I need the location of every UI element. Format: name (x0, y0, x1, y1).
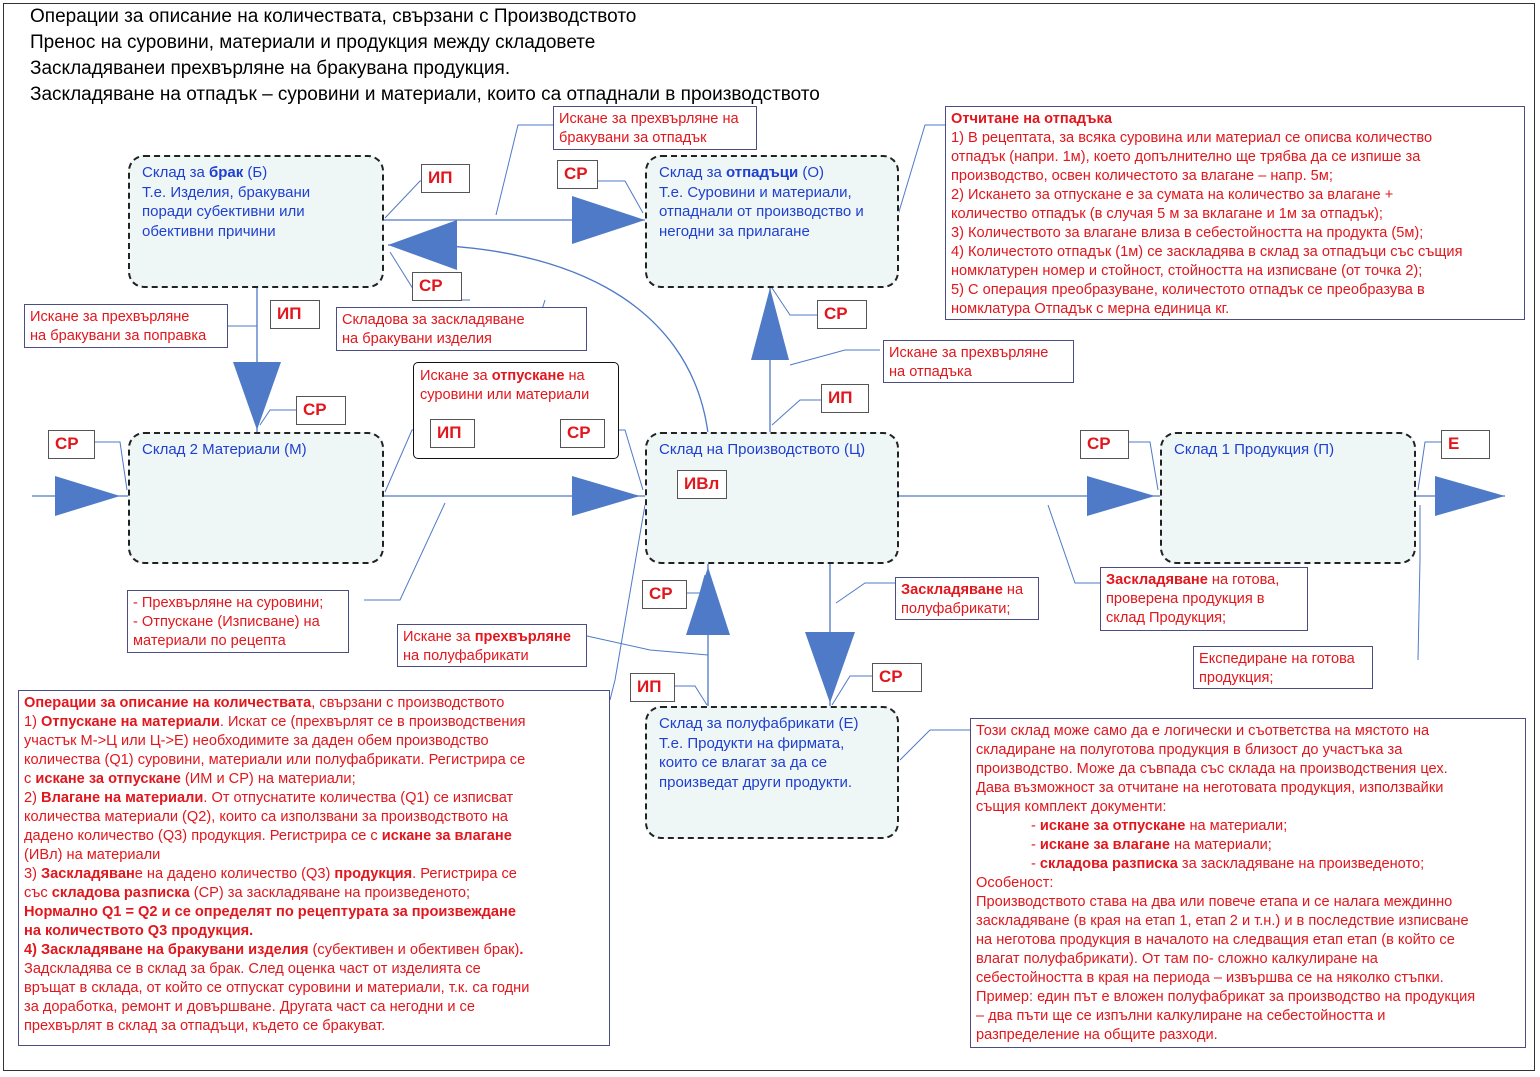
tag-sr: СР (48, 430, 95, 459)
warehouse-production[interactable]: Склад на Производството (Ц) (645, 432, 899, 564)
arrow-head-brak-to-materials (233, 362, 281, 430)
note-semi-transfer-request: Искане за прехвърляне на полуфабрикати (397, 624, 587, 667)
note-raw-transfer: - Прехвърляне на суровини; - Отпускане (… (127, 590, 349, 653)
callout-leaders (95, 124, 1441, 761)
tag-sr: СР (560, 419, 605, 448)
note-semi-storage: Заскладяване на полуфабрикати; (895, 577, 1039, 620)
warehouse-brak[interactable]: Склад за брак (Б) Т.е. Изделия, бракуван… (128, 155, 384, 288)
tag-sr: СР (872, 663, 922, 692)
release-request-box[interactable]: Искане за отпускане на суровини или мате… (413, 362, 619, 459)
warehouse-materials[interactable]: Склад 2 Материали (М) (128, 432, 384, 564)
tag-sr: СР (642, 580, 687, 609)
arrow-head-to-production (572, 476, 640, 516)
arrow-head-to-waste (751, 288, 789, 360)
diagram-frame (3, 3, 1535, 1071)
tag-sr: СР (817, 300, 867, 329)
note-brak-receipt: Складова за заскладяване на бракувани из… (336, 307, 587, 351)
title-line-2: Пренос на суровини, материали и продукци… (30, 32, 596, 53)
tag-ip: ИП (270, 300, 320, 329)
arrow-head-to-semi (805, 632, 855, 703)
warehouse-semi-finished[interactable]: Склад за полуфабрикати (Е) Т.е. Продукти… (645, 706, 899, 839)
tag-sr: СР (557, 160, 598, 189)
tag-ivl: ИВл (677, 470, 727, 499)
tag-ip: ИП (630, 673, 675, 702)
note-shipping: Експедиране на готова продукция; (1193, 646, 1373, 689)
note-waste-transfer-request: Искане за прехвърляне на отпадъка (883, 340, 1074, 383)
waste-accounting-note: Отчитане на отпадъка 1) В рецептата, за … (945, 106, 1525, 320)
title-line-1: Операции за описание на количествата, св… (30, 6, 637, 27)
tag-sr: СР (412, 272, 462, 301)
arrow-head-to-production-from-semi (686, 567, 730, 635)
arrow-head-to-brak (388, 220, 457, 270)
tag-ip: ИП (821, 384, 869, 413)
title-line-3: Заскладяванеи прехвърляне на бракувана п… (30, 58, 511, 79)
operations-description-note: Операции за описание на количествата, св… (18, 690, 610, 1046)
arrow-head-brak-to-waste (572, 196, 645, 244)
tag-sr: СР (296, 396, 346, 425)
note-finished-storage: Заскладяване на готова, проверена продук… (1100, 567, 1308, 631)
note-brak-repair-request: Искане за прехвърляне на бракувани за по… (24, 304, 228, 348)
semi-finished-explanation-note: Този склад може само да е логически и съ… (970, 718, 1526, 1048)
warehouse-waste[interactable]: Склад за отпадъци (О) Т.е. Суровини и ма… (645, 155, 899, 288)
title-line-4: Заскладяване на отпадък – суровини и мат… (30, 84, 820, 105)
tag-ip: ИП (421, 164, 470, 193)
arrow-head-out-products (1435, 476, 1505, 516)
note-brak-to-waste-request: Искане за прехвърляне на бракувани за от… (553, 106, 757, 150)
tag-sr: СР (1080, 430, 1129, 459)
flow-arrows (55, 196, 1505, 703)
arrow-head-into-materials (55, 476, 120, 516)
warehouse-products[interactable]: Склад 1 Продукция (П) (1160, 432, 1416, 564)
arrow-head-to-products (1087, 476, 1155, 516)
tag-ip: ИП (430, 419, 475, 448)
tag-e: Е (1441, 430, 1490, 459)
